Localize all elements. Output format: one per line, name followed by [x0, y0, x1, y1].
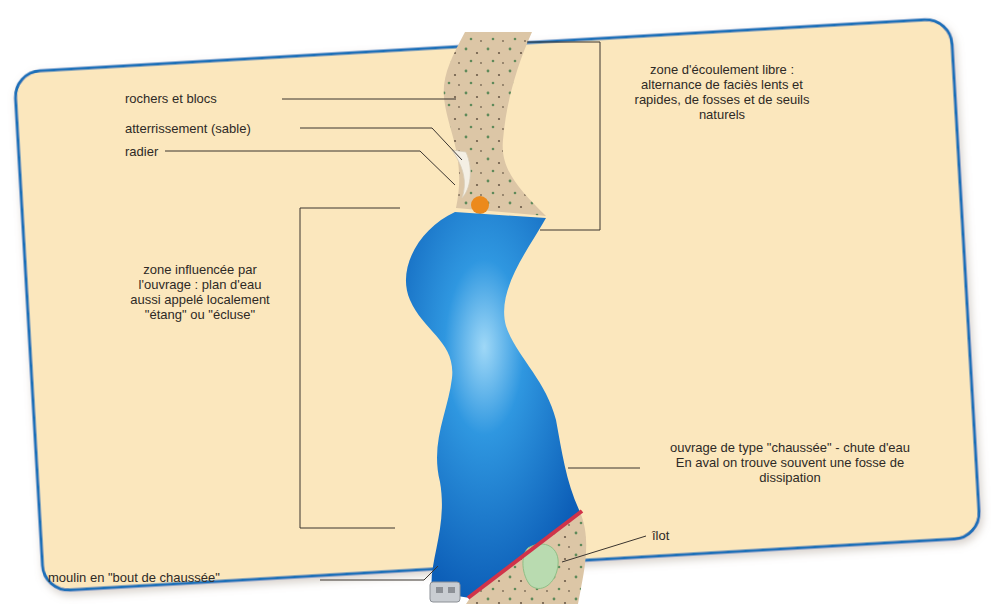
downstream-channel — [466, 512, 586, 604]
zone-note: zone influencée par l'ouvrage : plan d'e… — [125, 262, 275, 322]
sand-deposit — [452, 150, 470, 198]
part-label: moulin en "bout de chaussée" — [48, 570, 220, 585]
part-label: atterrissement (sable) — [125, 121, 251, 136]
riffle — [471, 196, 489, 214]
part-label: radier — [125, 144, 158, 159]
part-label: rochers et blocs — [125, 91, 217, 106]
mill — [430, 582, 460, 602]
weir — [468, 511, 582, 598]
zone-note: zone d'écoulement libre : alternance de … — [632, 62, 812, 122]
part-label: îlot — [652, 528, 669, 543]
free-flow-channel — [444, 32, 546, 216]
structure-note: ouvrage de type "chaussée" - chute d'eau… — [665, 440, 915, 485]
